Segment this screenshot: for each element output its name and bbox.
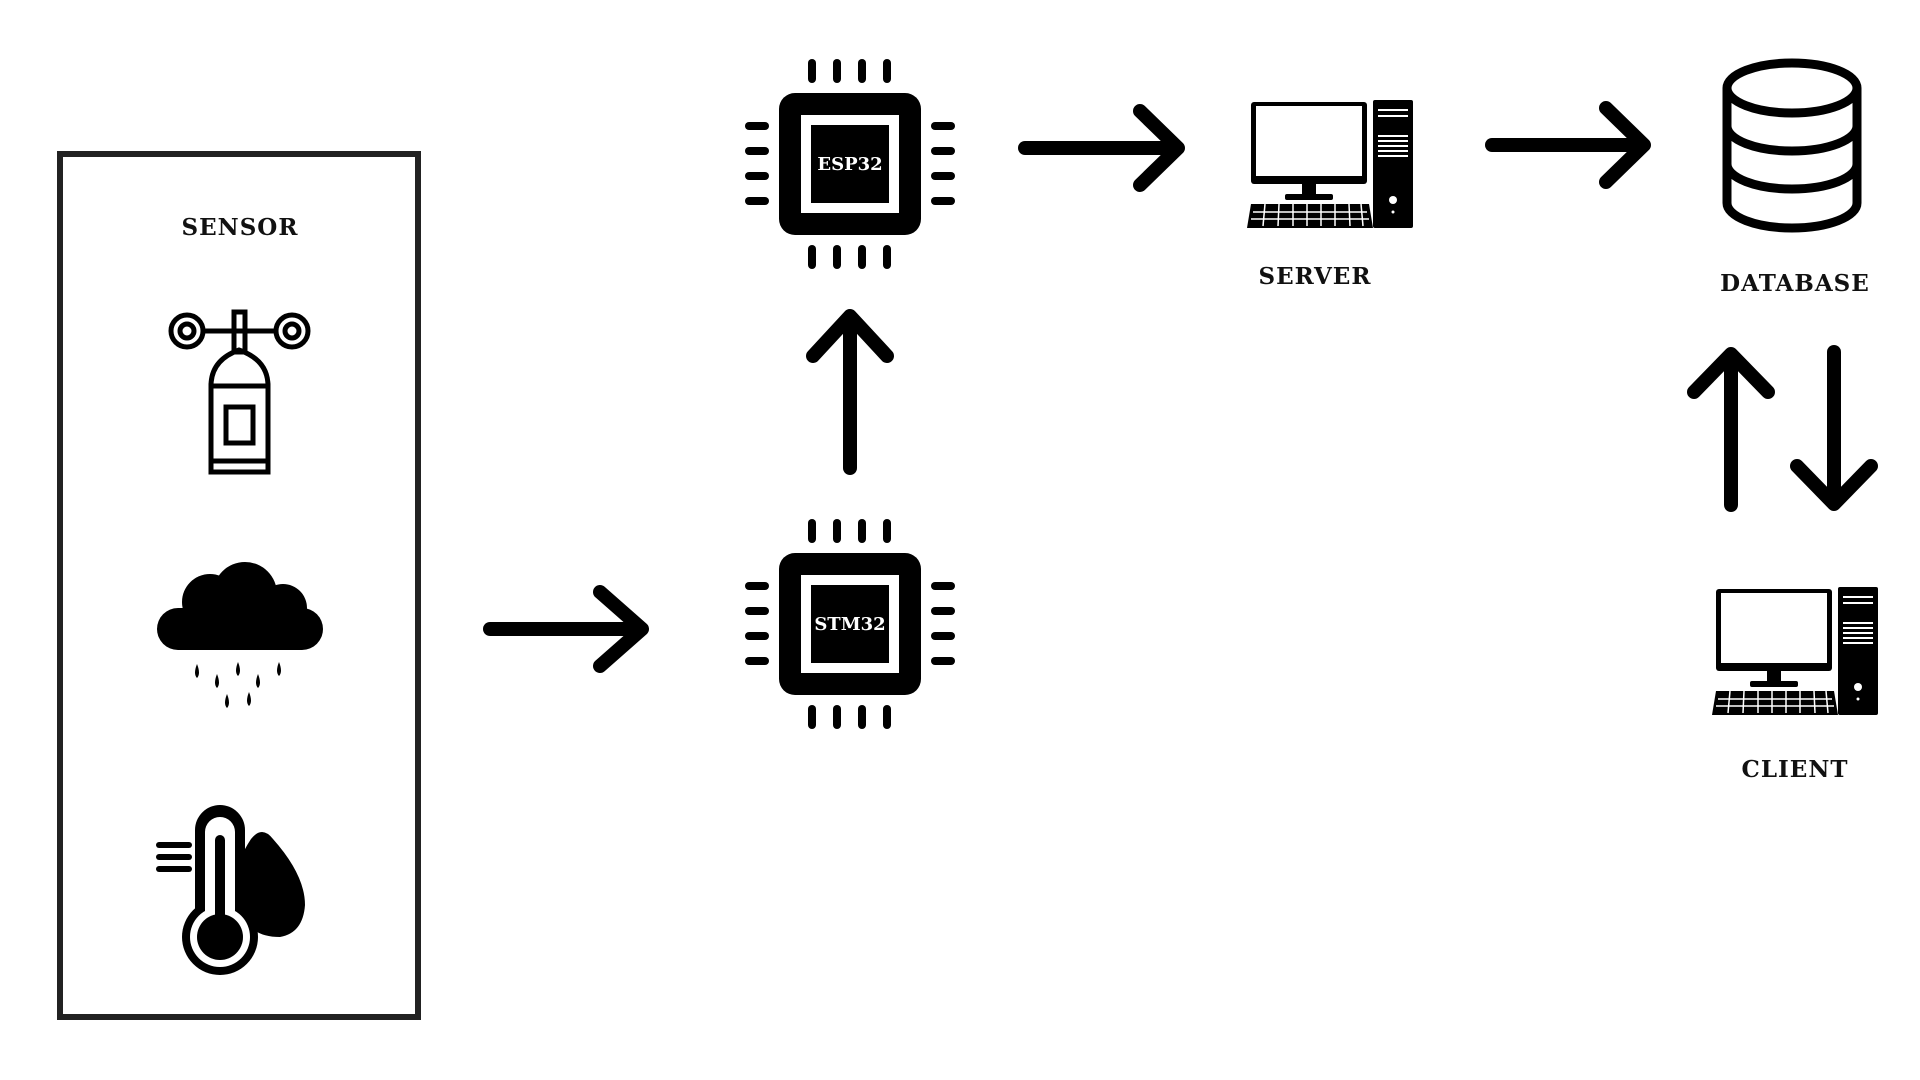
- stm32-label: STM32: [814, 614, 885, 635]
- arrow-stm32-to-esp32: [806, 309, 894, 475]
- client-computer-icon: [1712, 587, 1878, 715]
- database-icon: [1722, 58, 1862, 233]
- server-label: SERVER: [1258, 263, 1372, 290]
- sensor-group-box: [57, 151, 421, 1020]
- arrow-esp32-to-server: [1018, 104, 1185, 192]
- stm32-chip-icon: STM32: [745, 519, 955, 729]
- sensor-label: SENSOR: [181, 214, 299, 241]
- thermometer-humidity-icon: [156, 805, 305, 975]
- arrow-server-to-database: [1485, 101, 1651, 189]
- anemometer-icon: [168, 309, 311, 475]
- arrow-database-to-client: [1790, 345, 1878, 511]
- rain-cloud-icon: [157, 562, 323, 708]
- arrow-client-to-database: [1687, 347, 1775, 512]
- esp32-chip-icon: ESP32: [745, 59, 955, 269]
- esp32-label: ESP32: [817, 154, 882, 175]
- arrow-sensor-to-stm32: [483, 585, 649, 673]
- server-computer-icon: [1247, 100, 1413, 228]
- database-label: DATABASE: [1720, 270, 1870, 297]
- client-label: CLIENT: [1741, 756, 1849, 783]
